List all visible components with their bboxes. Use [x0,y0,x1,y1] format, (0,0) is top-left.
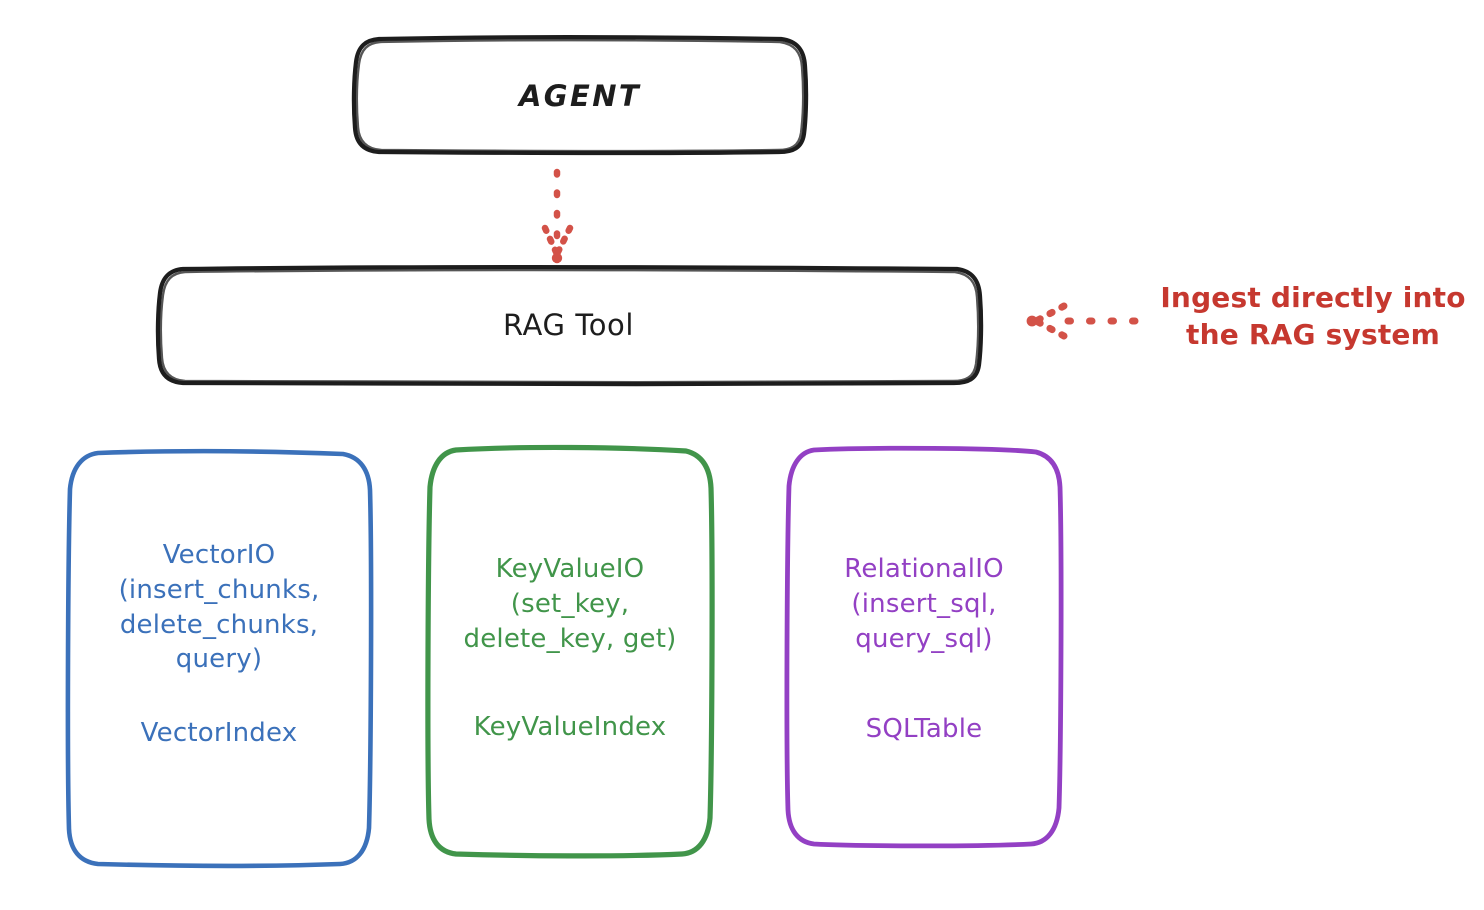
vector-io-box[interactable] [65,448,374,869]
ingest-connector [1026,302,1139,340]
ingest-annotation-text: Ingest directly into the RAG system [1160,281,1466,351]
rag-tool-box[interactable] [155,265,984,387]
sql-table-label: SQLTable [865,714,983,744]
key-value-index-label: KeyValueIndex [473,712,667,742]
relational-io-api-label: RelationalIO (insert_sql, query_sql) [844,554,1004,654]
rag-tool-label: RAG Tool [502,308,635,342]
relational-io-box[interactable] [784,445,1064,849]
key-value-io-box[interactable] [425,444,715,859]
key-value-io-api-label: KeyValueIO (set_key, delete_key, get) [463,554,677,654]
agent-to-rag-connector [541,168,574,264]
agent-box[interactable] [351,35,809,156]
vector-io-api-label: VectorIO (insert_chunks, delete_chunks, … [118,540,320,675]
agent-label: AGENT [518,79,642,113]
vector-index-label: VectorIndex [140,718,298,748]
